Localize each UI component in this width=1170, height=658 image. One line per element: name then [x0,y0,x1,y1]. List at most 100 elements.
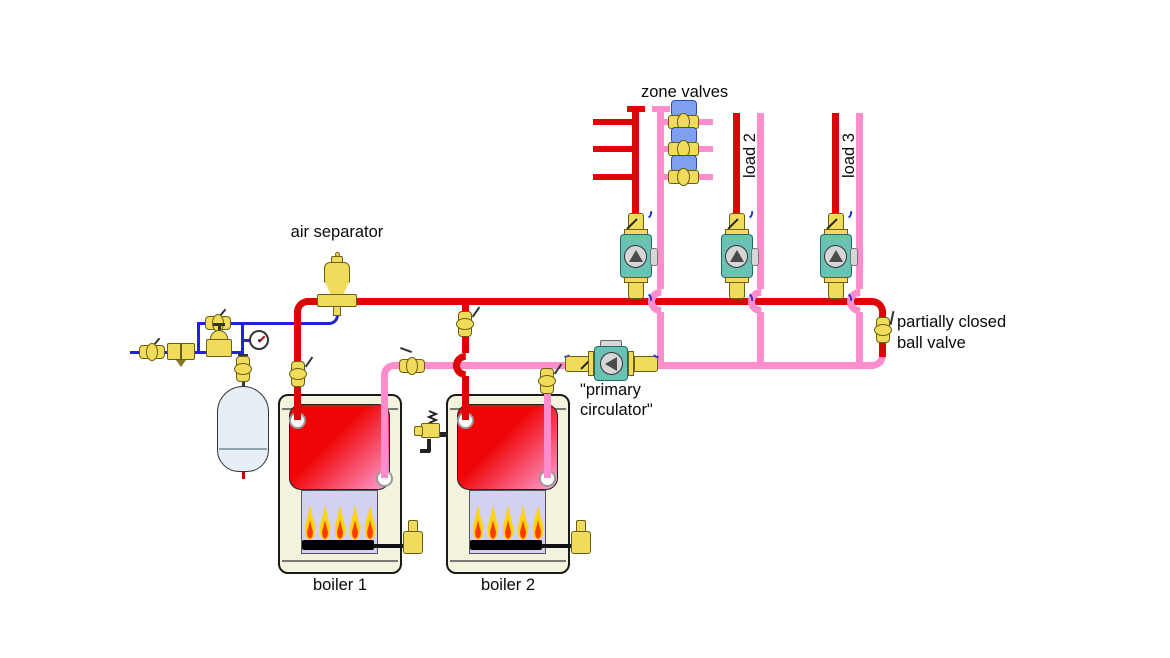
zone-supply-branch-1 [593,119,633,125]
pump-flange [588,351,594,376]
burner-flame-core [367,520,373,539]
zone-return-drop [657,112,664,289]
prv-adjust-stem [213,323,225,326]
expansion-tank-valve-bulge [234,363,252,375]
expansion-tank-riser [241,322,244,358]
partially-closed-valve-handle [889,310,895,326]
valve-handle [471,306,481,318]
burner-flame-core [475,520,481,539]
pump-terminal-box [750,248,759,266]
circulator-isolation-valve-bottom [827,282,844,299]
boiler-1-supply-valve-bulge [288,368,307,380]
return-main-left-elbow [381,362,394,375]
load-3-supply-riser [832,113,839,213]
burner-flame-core [490,520,496,539]
zone-return-cap [652,106,670,112]
load-2-return-drop [757,113,764,289]
boiler-2-heat-exchanger [457,404,558,490]
pump-terminal-box [649,248,658,266]
boiler-2-relief-valve-knob [414,426,423,436]
load-3-return-drop-lower [856,312,863,362]
burner-flame-core [352,520,358,539]
boiler-2-casing-bottom-seam [450,560,566,562]
backflow-preventer-divider [180,344,182,359]
boiler-2-return-valve-bulge [538,375,556,387]
zone-supply-riser [632,112,639,213]
primary-circulator-label: "primary circulator" [580,381,653,419]
supply-main-right-elbow [872,298,886,312]
boiler-2-relief-valve-discharge [427,439,431,452]
expansion-tank [217,386,269,472]
zone-valve-bulge [677,168,690,186]
pump-terminal-box [849,248,858,266]
prv-adjust-stem-post [217,325,221,331]
boiler-2-gas-line [541,544,573,548]
pipe-crossover-hop [847,289,861,314]
boiler-1-gas-valve [403,531,423,554]
valve-handle [304,356,314,368]
gauge-stub [244,339,251,342]
zone-return-drop-lower [657,312,664,362]
relief-valve-spring-icon [426,410,439,424]
feed-water-riser [197,323,200,353]
bypass-valve-pipe-upper [879,310,886,322]
zone-supply-branch-3 [593,174,633,180]
boiler-2-supply-valve-bulge [456,318,474,330]
pressure-reducing-valve [206,339,232,357]
boiler-1-casing-bottom-seam [282,560,398,562]
bypass-valve-pipe-lower [879,340,886,357]
boiler-2-burner-bar [470,540,542,550]
boiler-2-label: boiler 2 [480,576,536,594]
load-3-return-drop [856,113,863,289]
pipe-crossover-hop [648,289,662,314]
boiler-2-relief-valve-discharge-elbow [420,449,430,453]
valve-handle [400,347,412,353]
zone-supply-cap [626,106,645,112]
burner-flame-core [535,520,541,539]
burner-flame-core [520,520,526,539]
feed-ball-valve-bulge [146,343,158,361]
return-main-right-elbow [872,355,886,369]
boiler-2-relief-valve-stub [438,432,448,437]
flow-direction-arrow-up [729,250,744,262]
boiler-2-supply-riser-lower [461,376,469,420]
backflow-preventer-vent [176,360,186,367]
boiler-1-label: boiler 1 [312,576,368,594]
expansion-tank-seam [219,448,267,450]
pressure-gauge-hub [257,338,261,342]
air-separator-drip-stub [333,306,341,316]
air-separator-taper [325,282,349,295]
expansion-tank-stem [241,381,245,387]
load-3-label: load 3 [840,133,858,178]
circulator-isolation-valve-bottom [728,282,745,299]
boiler-1-burner-bar [302,540,374,550]
zone-valves-label: zone valves [641,83,729,101]
burner-flame-core [505,520,511,539]
boiler-1-gas-line [373,544,405,548]
partially-closed-ball-valve-bulge [873,324,892,336]
boiler-2-return-branch [543,369,551,478]
pump-flange [628,351,634,376]
primary-circulator-valve-right [634,356,658,372]
zone-supply-branch-2 [593,146,633,152]
load-2-label: load 2 [741,133,759,178]
boiler-2-relief-valve [421,423,440,438]
feed-water-elbow [329,311,339,325]
supply-main-pipe [306,298,872,305]
air-separator-body [324,262,350,283]
load-2-supply-riser [733,113,740,213]
burner-flame-core [337,520,343,539]
supply-main-left-elbow [294,298,308,312]
pipe-crossover-hop [748,289,762,314]
boiler-1-return-valve-bulge [406,356,418,375]
air-separator-label: air separator [290,223,384,241]
flow-direction-arrow-left [605,356,617,371]
flow-direction-arrow-up [628,250,643,262]
partially-closed-ball-valve-label: partially closed ball valve [897,313,1007,352]
flow-direction-arrow-up [828,250,843,262]
load-2-return-drop-lower [757,312,764,362]
burner-flame-core [307,520,313,539]
circulator-isolation-valve-bottom [627,282,644,299]
feed-water-bypass-pipe [197,322,329,325]
